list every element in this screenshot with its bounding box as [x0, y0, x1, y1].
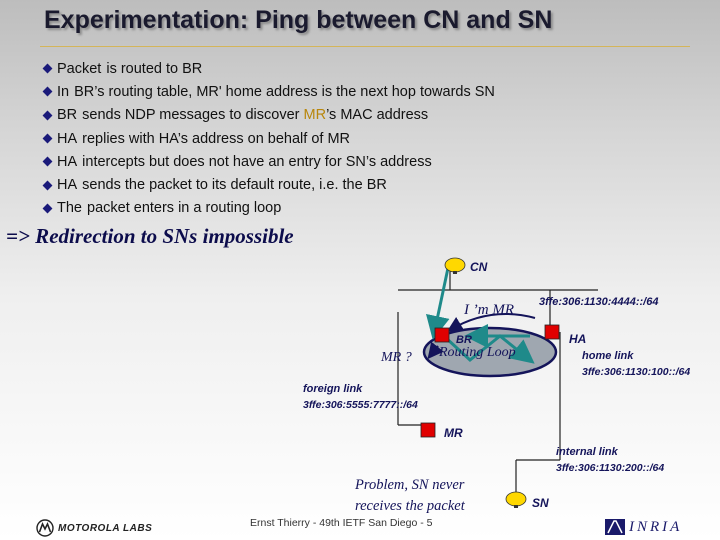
inria-logo-text: INRIA	[629, 518, 683, 535]
problem-label-line2: receives the packet	[355, 498, 466, 514]
im-mr-arrow	[446, 313, 536, 333]
ha-label: HA	[569, 332, 586, 346]
cn-prefix-label: 3ffe:306:1130:4444::/64	[539, 296, 658, 308]
mr-query-arrow	[427, 341, 444, 360]
cn-label: CN	[470, 260, 488, 274]
br-label: BR	[456, 334, 472, 346]
cn-to-br-arrow	[425, 267, 450, 340]
highlighted-mr: MR	[303, 107, 327, 124]
mr-node	[420, 422, 436, 438]
problem-label-line1: Problem, SN never	[354, 477, 465, 493]
motorola-batwing-icon	[36, 519, 54, 537]
inria-mark-icon	[605, 519, 625, 535]
home-link-label: home link	[582, 350, 634, 362]
internal-link-label: internal link	[556, 446, 619, 458]
routing-loop-label: Routing Loop	[438, 345, 516, 360]
slide-footer: Ernst Thierry - 49th IETF San Diego - 5	[250, 517, 433, 529]
loop-arrow-1	[444, 334, 535, 364]
motorola-logo-text: MOTOROLA LABS	[58, 522, 153, 534]
im-mr-label: I ’m MR	[463, 302, 514, 318]
br-node	[434, 327, 450, 343]
slide-title: Experimentation: Ping between CN and SN	[44, 6, 553, 34]
ha-node	[544, 324, 560, 340]
internal-prefix-label: 3ffe:306:1130:200::/64	[556, 462, 664, 474]
redirection-conclusion: => Redirection to SNs impossible	[6, 224, 294, 248]
inria-logo: INRIA	[604, 518, 682, 536]
home-prefix-label: 3ffe:306:1130:100::/64	[582, 366, 690, 378]
title-rule	[40, 46, 690, 47]
cn-node	[444, 257, 466, 274]
foreign-prefix-label: 3ffe:306:5555:7777::/64	[303, 399, 418, 411]
mr-label: MR	[444, 426, 463, 440]
mr-query-label: MR ?	[380, 350, 412, 365]
sn-label: SN	[532, 496, 549, 510]
motorola-logo: MOTOROLA LABS	[36, 519, 152, 537]
foreign-link-label: foreign link	[303, 383, 363, 395]
sn-node	[505, 491, 527, 508]
